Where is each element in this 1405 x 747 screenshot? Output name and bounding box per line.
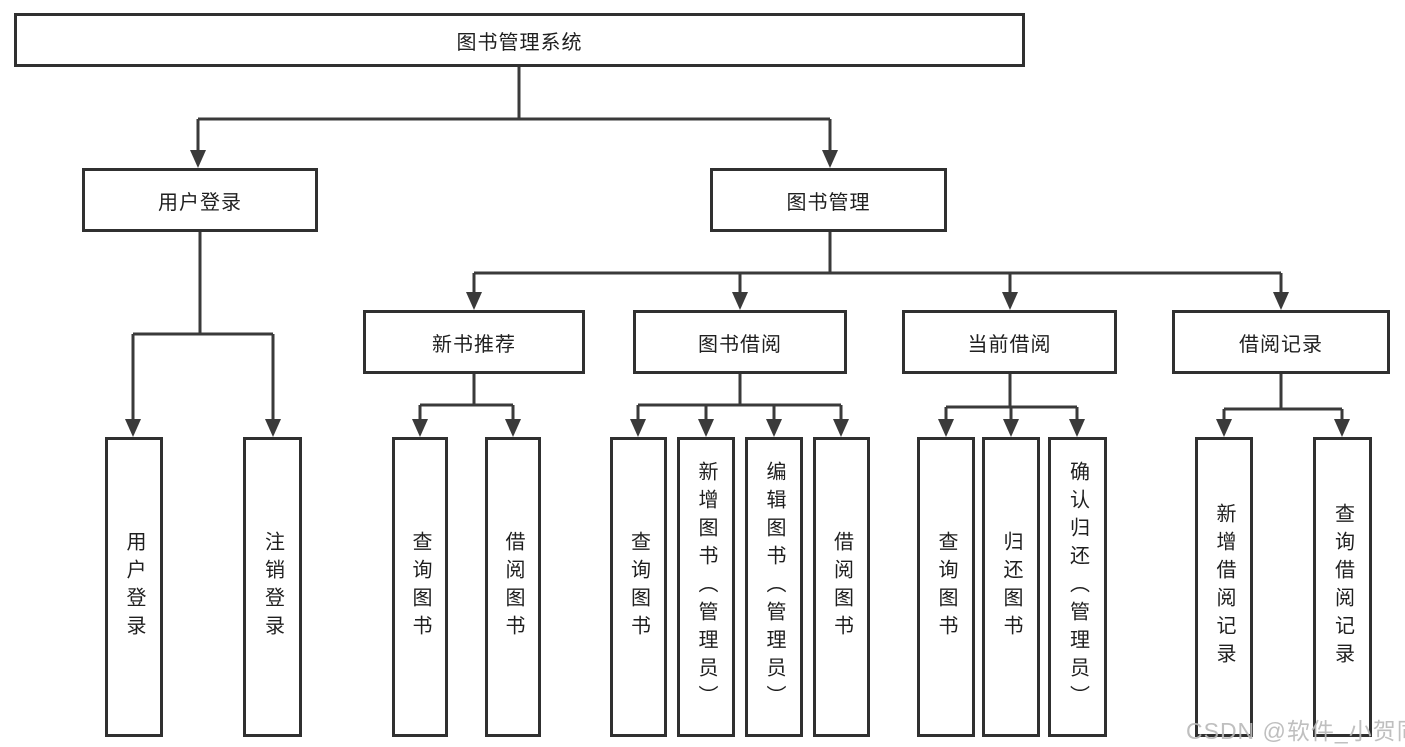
node-root-label: 图书管理系统 (456, 31, 583, 54)
edge-userlogin-to-leaves (131, 232, 275, 424)
node-current-borrow-label: 当前借阅 (967, 333, 1052, 356)
arrow-icon (833, 419, 849, 437)
leaf-current-confirm-admin: 确认归还（管理员） (1048, 437, 1107, 737)
node-new-book-recommend: 新书推荐 (363, 310, 585, 374)
arrow-icon (1334, 419, 1350, 437)
node-borrow-record: 借阅记录 (1172, 310, 1390, 374)
arrow-icon (1003, 419, 1019, 437)
node-user-login: 用户登录 (82, 168, 318, 232)
node-user-login-label: 用户登录 (158, 191, 242, 214)
node-root: 图书管理系统 (14, 13, 1025, 67)
edge-bookmgmt-to-level3 (472, 232, 1283, 297)
leaf-borrow-edit-admin-label: 编辑图书（管理员） (763, 461, 785, 713)
leaf-borrow-query: 查询图书 (610, 437, 667, 737)
leaf-borrow-add-admin: 新增图书（管理员） (677, 437, 735, 737)
arrow-icon (412, 419, 428, 437)
arrow-icon (630, 419, 646, 437)
leaf-logout-label: 注销登录 (261, 531, 284, 643)
arrow-icon (1069, 419, 1085, 437)
arrow-icon (938, 419, 954, 437)
edge-bookborrow-to-leaves (636, 374, 843, 424)
edge-newbook-to-leaves (418, 374, 515, 424)
leaf-borrow-borrow: 借阅图书 (813, 437, 870, 737)
arrow-icon (265, 419, 281, 437)
arrow-icon (125, 419, 141, 437)
leaf-user-login: 用户登录 (105, 437, 163, 737)
leaf-current-query-label: 查询图书 (935, 531, 957, 643)
node-book-management-label: 图书管理 (786, 191, 871, 214)
leaf-newbook-borrow-label: 借阅图书 (502, 531, 524, 643)
leaf-record-query-label: 查询借阅记录 (1331, 503, 1354, 671)
node-borrow-record-label: 借阅记录 (1239, 333, 1323, 356)
leaf-record-query: 查询借阅记录 (1313, 437, 1372, 737)
leaf-user-login-label: 用户登录 (123, 531, 145, 643)
arrow-icon (1273, 292, 1289, 310)
node-book-borrow: 图书借阅 (633, 310, 847, 374)
edge-currentborrow-to-leaves (944, 374, 1079, 424)
watermark: CSDN @软件_小贺同学 (1186, 718, 1405, 744)
leaf-borrow-query-label: 查询图书 (627, 531, 650, 643)
leaf-record-add-label: 新增借阅记录 (1213, 503, 1235, 671)
leaf-record-add: 新增借阅记录 (1195, 437, 1253, 737)
arrow-icon (766, 419, 782, 437)
arrow-icon (698, 419, 714, 437)
arrow-icon (190, 150, 206, 168)
leaf-borrow-edit-admin: 编辑图书（管理员） (745, 437, 803, 737)
edge-root-to-level2 (196, 67, 832, 155)
leaf-current-return: 归还图书 (982, 437, 1040, 737)
leaf-newbook-borrow: 借阅图书 (485, 437, 541, 737)
leaf-logout: 注销登录 (243, 437, 302, 737)
leaf-current-confirm-admin-label: 确认归还（管理员） (1066, 461, 1089, 713)
node-current-borrow: 当前借阅 (902, 310, 1117, 374)
node-book-management: 图书管理 (710, 168, 947, 232)
node-book-borrow-label: 图书借阅 (698, 333, 782, 356)
arrow-icon (1002, 292, 1018, 310)
arrow-icon (732, 292, 748, 310)
leaf-borrow-borrow-label: 借阅图书 (830, 531, 853, 643)
edge-borrowrecord-to-leaves (1222, 374, 1344, 424)
leaf-current-return-label: 归还图书 (1000, 531, 1022, 643)
leaf-borrow-add-admin-label: 新增图书（管理员） (695, 461, 717, 713)
node-new-book-recommend-label: 新书推荐 (432, 333, 516, 356)
arrow-icon (505, 419, 521, 437)
leaf-current-query: 查询图书 (917, 437, 975, 737)
leaf-newbook-query-label: 查询图书 (409, 531, 431, 643)
arrow-icon (466, 292, 482, 310)
arrow-icon (822, 150, 838, 168)
leaf-newbook-query: 查询图书 (392, 437, 448, 737)
arrow-icon (1216, 419, 1232, 437)
